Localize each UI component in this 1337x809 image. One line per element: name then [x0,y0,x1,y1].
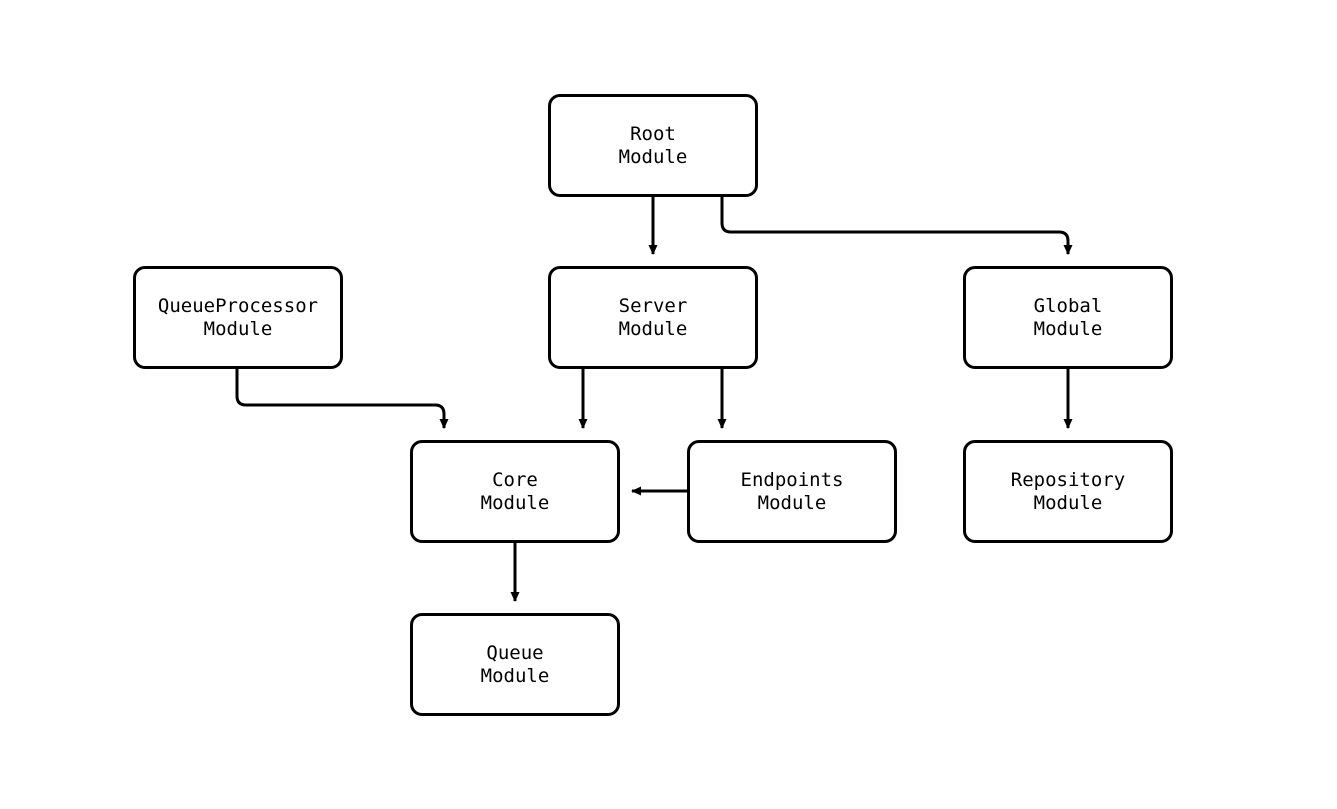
node-repository-module-line2: Module [1033,491,1103,514]
node-global-module-line2: Module [1033,317,1103,340]
node-queue-module[interactable]: Queue Module [410,613,620,716]
node-core-module[interactable]: Core Module [410,440,620,543]
node-queueprocessor-module-line2: Module [203,317,273,340]
node-queueprocessor-module[interactable]: QueueProcessor Module [133,266,343,369]
node-queue-module-line2: Module [480,664,550,687]
node-core-module-line1: Core [492,468,538,491]
node-server-module-line1: Server [618,294,688,317]
node-queueprocessor-module-line1: QueueProcessor [157,294,319,317]
edge-queueprocessor-to-core [235,369,449,429]
node-global-module[interactable]: Global Module [963,266,1173,369]
node-repository-module[interactable]: Repository Module [963,440,1173,543]
node-endpoints-module-line1: Endpoints [740,468,844,491]
node-endpoints-module-line2: Module [757,491,827,514]
node-server-module-line2: Module [618,317,688,340]
edge-root-to-global [720,197,1073,255]
node-endpoints-module[interactable]: Endpoints Module [687,440,897,543]
node-core-module-line2: Module [480,491,550,514]
node-queue-module-line1: Queue [486,641,544,664]
node-repository-module-line1: Repository [1010,468,1126,491]
node-root-module[interactable]: Root Module [548,94,758,197]
node-root-module-line1: Root [630,122,676,145]
node-server-module[interactable]: Server Module [548,266,758,369]
node-root-module-line2: Module [618,145,688,168]
node-global-module-line1: Global [1033,294,1103,317]
